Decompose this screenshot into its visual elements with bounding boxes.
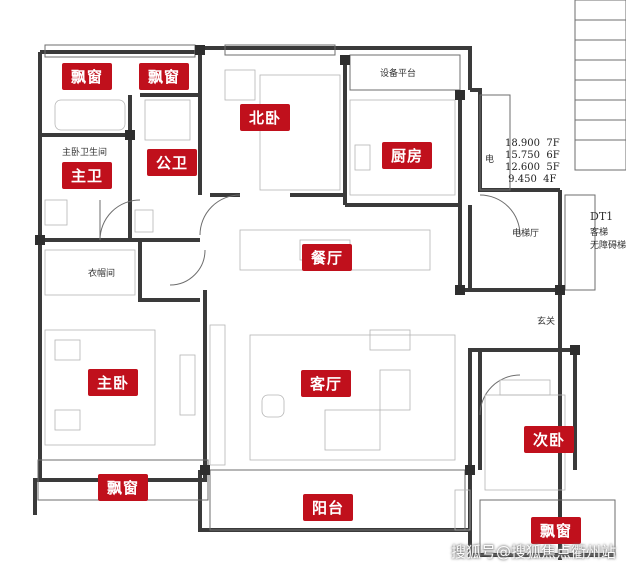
dt1-line2: 无障碍梯 bbox=[590, 241, 626, 251]
watermark: 搜狐号@搜狐焦点衢州站 bbox=[450, 543, 616, 561]
wardrobe-note: 衣帽间 bbox=[88, 269, 116, 279]
room-label-second-bedroom: 次卧 bbox=[524, 426, 575, 453]
elevator-hall-note: 电梯厅 bbox=[512, 229, 540, 239]
dt1-title: DT1 bbox=[590, 210, 614, 223]
elevation-4f: 9.450 4F bbox=[505, 174, 557, 185]
elevation-5f: 12.600 5F bbox=[505, 162, 560, 173]
room-label-north-bedroom: 北卧 bbox=[240, 104, 291, 131]
wall-blocks bbox=[35, 45, 580, 475]
interior-walls bbox=[38, 93, 482, 470]
thin-details bbox=[37, 0, 626, 556]
room-label-bay-window-4: 飘窗 bbox=[531, 517, 582, 544]
room-label-balcony: 阳台 bbox=[303, 494, 354, 521]
room-label-bay-window-2: 飘窗 bbox=[139, 63, 190, 90]
room-label-living: 客厅 bbox=[301, 370, 352, 397]
elevation-list: 18.900 7F 15.750 6F 12.600 5F 9.450 4F bbox=[505, 138, 560, 186]
room-label-bay-window-3: 飘窗 bbox=[98, 474, 149, 501]
room-label-kitchen: 厨房 bbox=[382, 142, 433, 169]
aircon-platform-note: 设备平台 bbox=[380, 69, 417, 79]
room-label-master-bedroom: 主卧 bbox=[88, 369, 139, 396]
room-label-master-bath: 主卫 bbox=[62, 162, 113, 189]
master-bath-note: 主卧卫生间 bbox=[62, 148, 108, 158]
room-label-dining: 餐厅 bbox=[302, 244, 353, 271]
elevation-6f: 15.750 6F bbox=[505, 150, 560, 161]
furniture bbox=[44, 69, 566, 531]
elevation-7f: 18.900 7F bbox=[505, 138, 560, 149]
room-label-bay-window-1: 飘窗 bbox=[62, 63, 113, 90]
dt1-line1: 客梯 bbox=[590, 228, 609, 238]
entry-note: 玄关 bbox=[537, 317, 556, 327]
electric-note: 电 bbox=[485, 155, 495, 165]
room-label-public-bath: 公卫 bbox=[147, 149, 198, 176]
